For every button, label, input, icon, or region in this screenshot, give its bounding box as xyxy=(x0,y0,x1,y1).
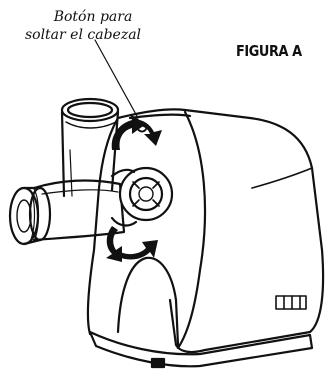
base-foot xyxy=(150,357,166,369)
housing-accent-line xyxy=(251,167,313,189)
motor-housing xyxy=(116,108,325,354)
front-arch-cutout xyxy=(116,256,180,347)
vent-slots xyxy=(275,295,307,310)
threaded-ring xyxy=(8,186,52,246)
barrel-neck xyxy=(110,168,138,227)
housing-top-line xyxy=(128,113,192,120)
figure-title: FIGURA A xyxy=(236,42,302,60)
auger-barrel xyxy=(32,179,126,242)
feed-tube xyxy=(60,97,120,198)
callout-label-line-1: Botón para xyxy=(53,9,133,25)
callout-leader-line xyxy=(94,39,139,119)
housing-front-face xyxy=(86,116,120,336)
callout-label-line-2: soltar el cabezal xyxy=(24,27,142,43)
housing-base xyxy=(88,330,314,368)
rotate-arrows-icon xyxy=(106,114,162,262)
locking-collar xyxy=(118,166,174,222)
housing-side-panel xyxy=(176,110,207,350)
